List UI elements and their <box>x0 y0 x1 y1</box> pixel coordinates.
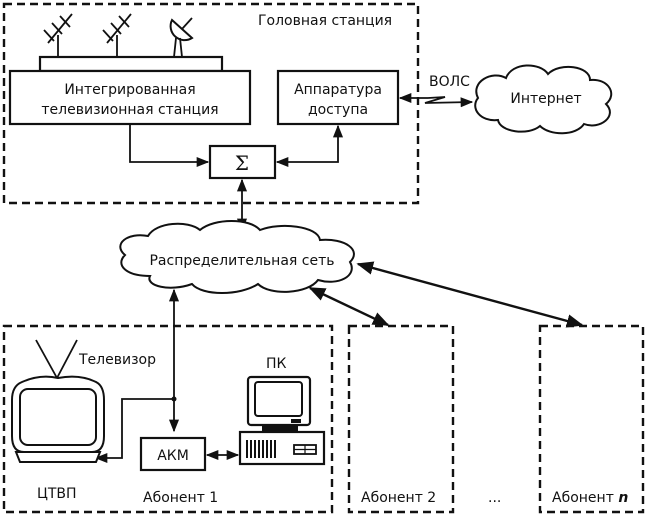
ellipsis: ... <box>488 490 501 506</box>
akm-label: АКМ <box>157 448 189 464</box>
network-to-sub2-arrow <box>308 286 390 327</box>
subscriber1-boundary <box>2 324 334 514</box>
head-station-boundary <box>2 2 420 205</box>
tv-label: Телевизор <box>78 352 156 368</box>
subscribern-prefix: Абонент <box>552 490 614 506</box>
access-line2: доступа <box>308 102 368 118</box>
head-station-title: Головная станция <box>258 13 392 29</box>
sum-access-arrow <box>275 124 344 168</box>
subscribern-title: Абонент n <box>552 490 628 506</box>
subscriber2-boundary <box>347 324 455 514</box>
internet-cloud <box>474 64 613 135</box>
volc-link-right <box>424 96 474 108</box>
pc-label: ПК <box>266 356 287 372</box>
tv-icon <box>11 339 105 463</box>
antenna-icon <box>102 13 132 57</box>
network-to-subn-arrow <box>356 261 584 328</box>
akm-box <box>139 436 207 472</box>
summator-box <box>208 144 277 180</box>
itv-line1: Интегрированная <box>64 82 195 98</box>
internet-label: Интернет <box>510 91 581 107</box>
itv-line2: телевизионная станция <box>41 102 218 118</box>
subscribern-var: n <box>618 490 628 506</box>
satellite-dish-icon <box>169 17 194 58</box>
access-line1: Аппаратура <box>294 82 382 98</box>
junction-to-tv-arrow <box>94 398 174 464</box>
subscribern-boundary <box>538 324 645 514</box>
antenna-icon <box>43 13 73 57</box>
sigma-symbol: Σ <box>235 151 249 175</box>
subscriber2-title: Абонент 2 <box>361 490 436 506</box>
volc-label: ВОЛС <box>429 74 470 90</box>
distribution-network-label: Распределительная сеть <box>149 253 334 269</box>
pc-icon <box>238 375 326 466</box>
antenna-platform <box>38 55 224 73</box>
subscriber1-title: Абонент 1 <box>143 490 218 506</box>
distribution-network-cloud <box>119 220 355 294</box>
itv-to-sum-arrow <box>129 124 210 168</box>
access-equipment-box <box>276 69 400 126</box>
tv-type-label: ЦТВП <box>37 486 77 502</box>
